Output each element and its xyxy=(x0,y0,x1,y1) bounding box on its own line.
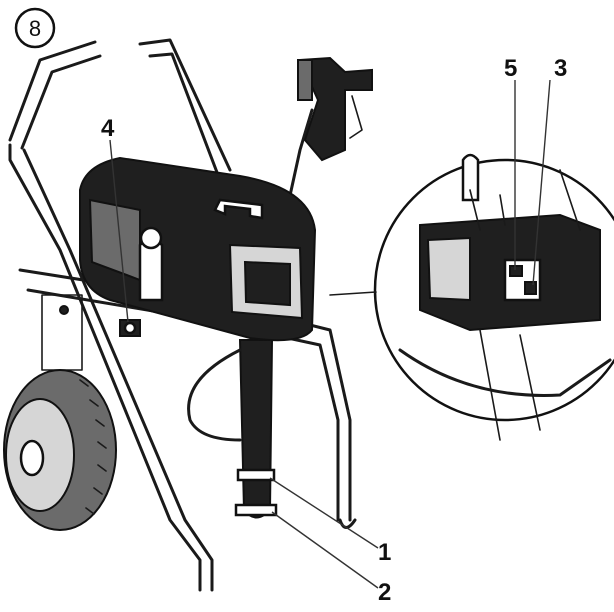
gun-handle xyxy=(297,59,313,101)
inset-connector xyxy=(329,291,377,296)
control-panel-display xyxy=(243,260,291,307)
callout-4: 4 xyxy=(101,115,115,142)
tire-tread xyxy=(79,379,107,515)
motor-housing xyxy=(79,156,317,342)
inset-front-cover xyxy=(426,236,471,302)
step-badge: 8 xyxy=(14,7,56,49)
wheel xyxy=(3,369,117,531)
left-handle-top xyxy=(8,40,97,142)
callouts: 1 2 3 4 5 xyxy=(101,55,567,606)
tube-clamp-2 xyxy=(234,503,278,517)
inset-frame-lower xyxy=(398,348,612,397)
step-badge-circle xyxy=(14,7,56,49)
inset-filter xyxy=(461,153,480,202)
step-number: 8 xyxy=(29,16,41,41)
wheel-hub xyxy=(19,439,45,477)
left-frame-rail xyxy=(8,143,202,592)
leader-lines xyxy=(109,79,551,589)
filter-cap xyxy=(139,226,163,250)
gun-trigger xyxy=(349,95,363,139)
callout-5: 5 xyxy=(504,55,517,82)
callout-2: 2 xyxy=(378,579,391,606)
callout-3: 3 xyxy=(554,55,567,82)
suction-tube-body xyxy=(238,339,274,519)
inset-switch xyxy=(509,265,523,277)
leader-2 xyxy=(271,511,379,589)
detail-inset xyxy=(329,153,614,441)
carry-handle xyxy=(213,198,264,220)
callout-1: 1 xyxy=(378,539,391,566)
leader-3 xyxy=(532,79,551,286)
right-handle xyxy=(138,38,232,172)
leader-4 xyxy=(109,139,129,323)
tube-clamp-1 xyxy=(236,468,276,482)
return-hose xyxy=(187,348,242,442)
suction-tube xyxy=(187,339,278,519)
gun-body xyxy=(298,56,373,162)
prime-valve-knob xyxy=(123,321,137,335)
leader-1 xyxy=(269,477,379,549)
inset-pressure-knob xyxy=(524,281,537,295)
